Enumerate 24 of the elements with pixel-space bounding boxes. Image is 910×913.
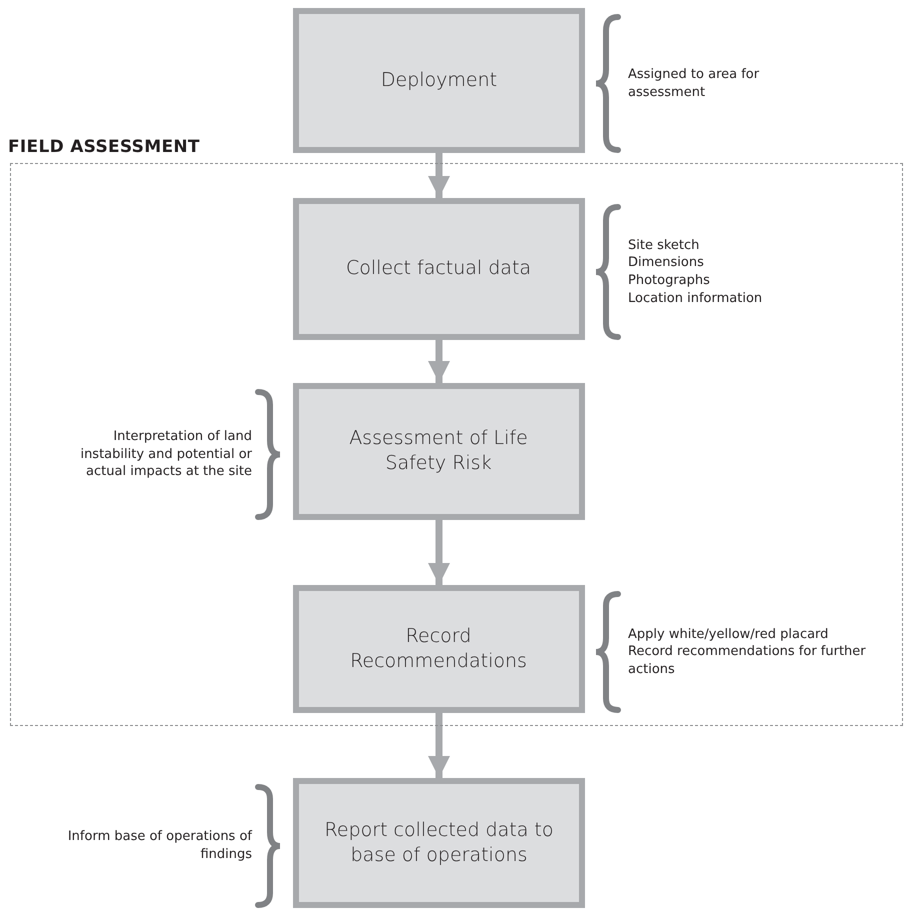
box-label: Record Recommendations [349, 624, 528, 674]
process-box [293, 8, 585, 153]
side-note: Site sketch [628, 236, 700, 254]
side-note: Apply white/yellow/red placard [628, 626, 828, 644]
box-label: Assessment of Life Safety Risk [348, 426, 529, 476]
arrow [428, 520, 450, 585]
side-note: Assigned to area for assessment [628, 66, 760, 102]
process-box [292, 198, 584, 340]
process-box [292, 382, 584, 520]
arrow [428, 153, 450, 198]
box-label: Deployment [380, 68, 498, 93]
box-label: Collect factual data [346, 256, 532, 281]
side-note: Photographs [628, 272, 710, 290]
side-note: Interpretation of land instability and potential or actual impacts at the site [79, 428, 252, 481]
process-box [293, 778, 585, 908]
arrow [428, 340, 450, 383]
side-note: Inform base of operations of findings [66, 828, 252, 864]
process-box [292, 584, 584, 712]
side-note: Dimensions [628, 254, 704, 272]
side-note: Location information [628, 290, 762, 308]
box-label: Report collected data to base of operations [324, 818, 554, 868]
side-note: Record recommendations for further actions [628, 643, 867, 678]
group-title: FIELD ASSESSMENT [8, 137, 200, 157]
arrow [428, 713, 450, 778]
